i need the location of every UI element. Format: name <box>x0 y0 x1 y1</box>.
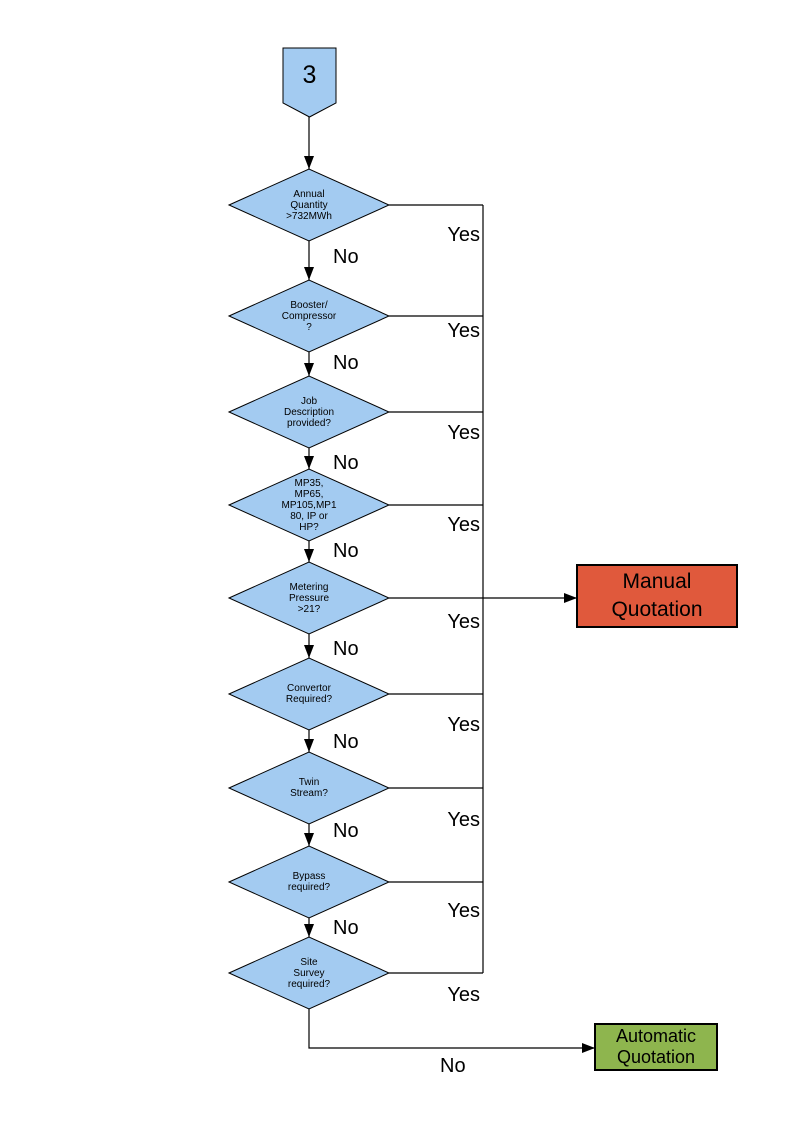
decision-label-booster-compressor: Booster/ Compressor ? <box>281 299 337 333</box>
arrow-to-automatic-quotation <box>308 1009 595 1053</box>
decision-bypass <box>227 845 391 919</box>
manual-quotation-label: Manual Quotation <box>611 570 703 621</box>
decision-label-bypass: Bypass required? <box>287 871 331 893</box>
decision-label-annual-quantity: Annual Quantity >732MWh <box>286 188 332 222</box>
manual-quotation-box <box>576 564 738 628</box>
offpage-connector-label: 3 <box>302 60 317 89</box>
decision-label-meter-model: MP35, MP65, MP105,MP1 80, IP or HP? <box>281 477 337 533</box>
no-label-1: No <box>333 246 359 268</box>
no-label-3: No <box>333 452 359 474</box>
decision-metering-pressure <box>227 561 391 635</box>
decision-label-job-description: Job Description provided? <box>283 395 335 429</box>
yes-label-8: Yes <box>447 900 480 922</box>
decision-twin-stream <box>227 751 391 825</box>
no-label-5: No <box>333 638 359 660</box>
no-label-2: No <box>333 352 359 374</box>
no-label-6: No <box>333 731 359 753</box>
offpage-connector-shape <box>282 47 337 118</box>
yes-label-6: Yes <box>447 714 480 736</box>
decision-job-description <box>227 375 391 449</box>
yes-label-1: Yes <box>447 224 480 246</box>
decision-label-convertor: Convertor Required? <box>285 683 333 705</box>
yes-label-3: Yes <box>447 422 480 444</box>
no-label-4: No <box>333 540 359 562</box>
yes-label-2: Yes <box>447 320 480 342</box>
yes-label-7: Yes <box>447 809 480 831</box>
decision-booster-compressor <box>227 279 391 353</box>
automatic-quotation-label: Automatic Quotation <box>615 1026 697 1067</box>
decision-site-survey <box>227 936 391 1010</box>
decision-label-twin-stream: Twin Stream? <box>290 777 328 799</box>
decision-convertor <box>227 657 391 731</box>
no-label-8: No <box>333 917 359 939</box>
automatic-quotation-box <box>594 1023 718 1071</box>
yes-label-5: Yes <box>447 611 480 633</box>
no-label-7: No <box>333 820 359 842</box>
yes-label-9: Yes <box>447 984 480 1006</box>
decision-annual-quantity <box>227 168 391 242</box>
decision-label-metering-pressure: Metering Pressure >21? <box>288 581 329 615</box>
decision-label-site-survey: Site Survey required? <box>287 956 331 990</box>
no-label-9: No <box>440 1055 466 1077</box>
yes-label-4: Yes <box>447 514 480 536</box>
decision-meter-model <box>227 468 391 542</box>
